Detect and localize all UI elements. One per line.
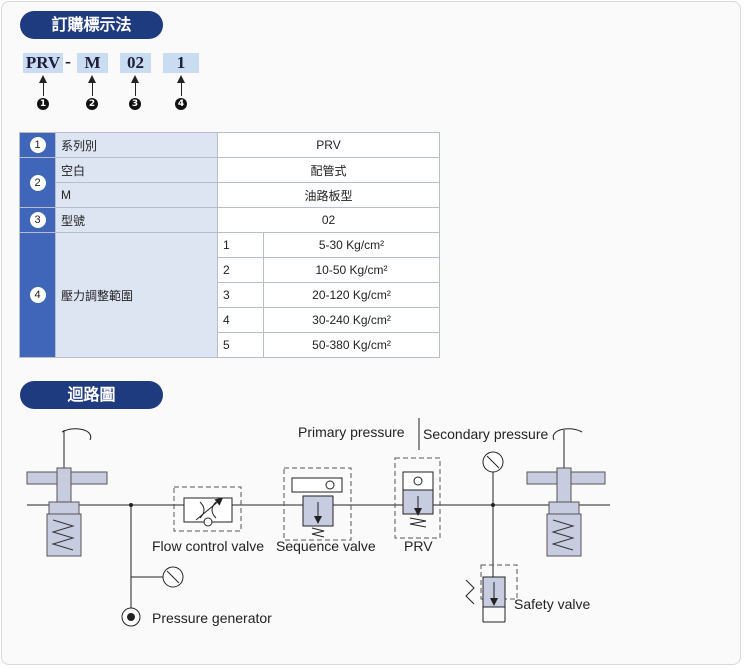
marker-arrow-1 [39,75,47,83]
row-value: 配管式 [217,157,440,183]
row-label: 壓力調整範圍 [55,232,218,358]
table-row: 3 20-120 Kg/cm² [20,282,440,308]
circuit-diagram: Pressure generator Flow control valve Se… [26,418,610,627]
range-value: 10-50 Kg/cm² [263,257,440,283]
rotation-arrow-icon [61,428,92,441]
range-value: 30-240 Kg/cm² [263,307,440,333]
code-segment-series: PRV [23,53,63,73]
check-valve-icon [413,476,423,486]
marker-arrow-line-4 [181,82,182,96]
row-index: 2 [19,157,56,208]
code-segment-type: M [77,53,108,73]
range-value: 50-380 Kg/cm² [263,332,440,358]
row-index: 3 [19,207,56,233]
table-row: 2 10-50 Kg/cm² [20,257,440,283]
check-valve-icon [203,517,213,527]
marker-arrow-3 [131,75,139,83]
row-index: 1 [19,132,56,158]
marker-arrow-line-1 [43,82,44,96]
check-valve-icon [325,480,335,490]
marker-arrow-2 [88,75,96,83]
spring-icon [311,527,325,538]
table-row: 3 型號 02 [19,207,440,233]
code-segment-range: 1 [163,53,199,73]
row-label: 空白 [55,157,218,183]
spring-icon [551,519,575,551]
table-row: 2 空白 配管式 [19,157,440,208]
safety-valve [465,564,518,623]
marker-4: 4 [175,98,187,110]
prv-valve [394,457,441,539]
marker-arrow-4 [177,75,185,83]
range-value: 5-30 Kg/cm² [263,232,440,258]
primary-pressure-label: Primary pressure [298,424,405,440]
code-segment-model: 02 [120,53,151,73]
safety-valve-label: Safety valve [514,596,590,612]
spec-table: 1 系列別 PRV 2 空白 配管式 M 油路板型 3 型號 02 4 壓力調整… [19,132,440,358]
row-value: 02 [217,207,440,233]
ordering-section-title: 訂購標示法 [20,11,163,39]
range-number: 4 [217,307,264,333]
flow-control-valve [173,486,242,532]
row-value: PRV [217,132,440,158]
row-index: 4 [19,232,56,358]
range-number: 5 [217,332,264,358]
code-separator: - [65,51,71,71]
row-value: 油路板型 [217,182,440,208]
range-value: 20-120 Kg/cm² [263,282,440,308]
spring-icon [409,517,427,528]
left-cylinder [26,428,108,557]
table-row: M 油路板型 [20,182,440,208]
right-cylinder [526,428,606,557]
flow-control-valve-label: Flow control valve [152,538,264,554]
spring-icon [465,579,475,605]
table-row: 5 50-380 Kg/cm² [20,332,440,358]
marker-2: 2 [86,98,98,110]
row-label: M [55,182,218,208]
range-number: 1 [217,232,264,258]
sequence-valve-label: Sequence valve [276,538,376,554]
row-label: 系列別 [55,132,218,158]
marker-arrow-line-3 [135,82,136,96]
marker-3: 3 [129,98,141,110]
table-row: 1 系列別 PRV [19,132,440,158]
pressure-generator-label: Pressure generator [152,610,272,626]
circuit-section-title: 迴路圖 [20,381,163,409]
table-row: 4 壓力調整範圍 1 5-30 Kg/cm² [19,232,440,358]
spring-icon [51,519,75,551]
secondary-pressure-label: Secondary pressure [423,426,549,442]
range-number: 3 [217,282,264,308]
row-label: 型號 [55,207,218,233]
prv-label: PRV [404,538,433,554]
range-number: 2 [217,257,264,283]
marker-arrow-line-2 [92,82,93,96]
rotation-arrow-icon [552,428,583,441]
marker-1: 1 [37,98,49,110]
sequence-valve [283,467,352,541]
